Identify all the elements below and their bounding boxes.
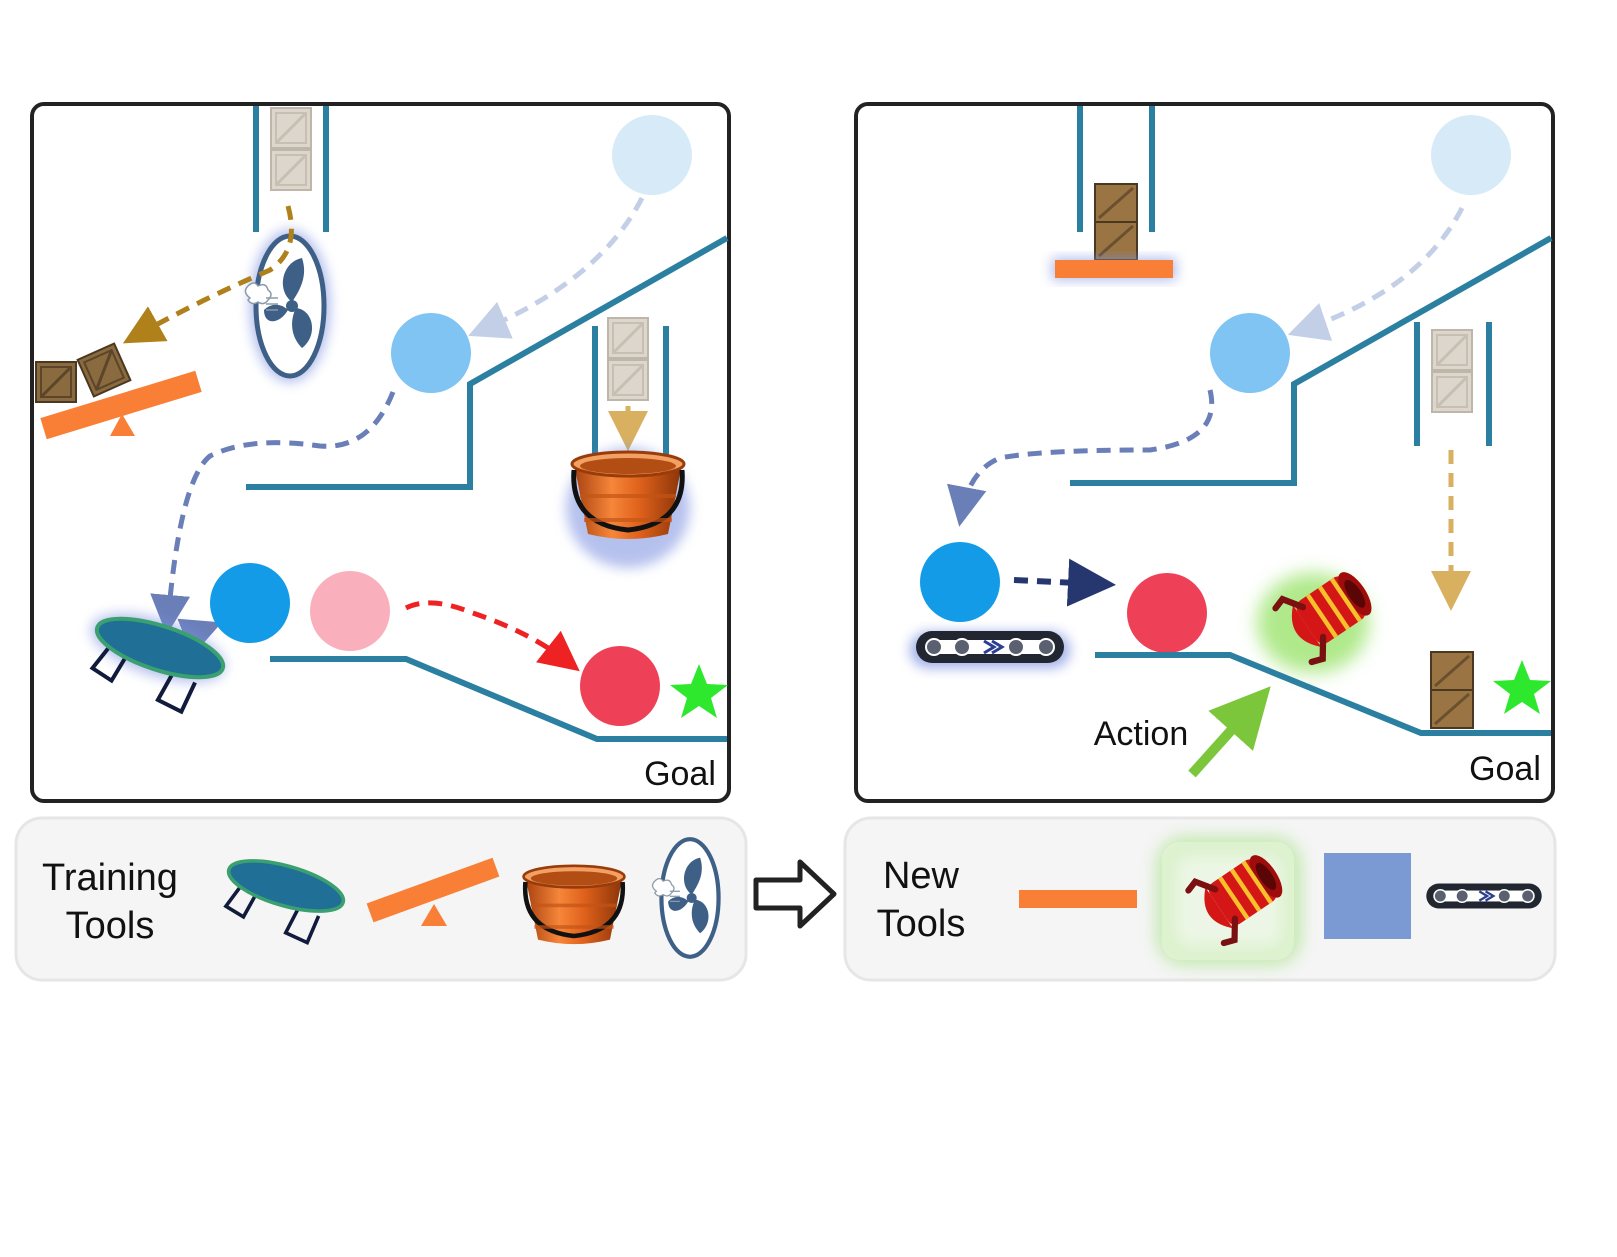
left-goal-label: Goal [644,755,716,793]
crate-icon [1429,650,1475,730]
orange-bar-icon [1055,260,1173,278]
conveyor-icon [914,629,1066,665]
transition-arrow-icon [753,859,837,929]
blue-square-icon [1324,853,1411,939]
fan-push-arrow [122,205,294,344]
right-goal-label: Goal [1469,750,1541,788]
crate-icon [1093,182,1139,262]
right-scene: Action Goal [854,102,1555,803]
crate-icon [1430,370,1474,414]
ball-mid [391,313,471,393]
left-floor-wall [270,656,727,742]
training-tools-label-line1: Training [42,857,178,899]
seesaw-icon [40,370,202,440]
left-scene: Goal [30,102,731,803]
crate-icon [269,148,313,192]
left-ramp-wall [246,235,729,490]
ball-blue [210,563,290,643]
crate-icon [606,358,650,402]
orange-bar-icon [1019,890,1137,908]
new-tools-label-line1: New [883,855,960,897]
arrow-mid-to-trampoline [150,391,396,635]
seesaw-pivot [110,414,135,436]
action-arrow-icon [1188,686,1271,778]
right-ramp-wall [1070,235,1553,486]
arrow-red-path [404,600,580,672]
bucket-icon [524,866,625,944]
training-tools-panel: Training Tools [14,816,748,982]
right-scene-frame [854,102,1555,803]
ball-red [580,646,660,726]
crate-icon [606,316,650,360]
training-tools-label-line2: Tools [66,905,155,947]
right-floor-wall [1095,652,1551,736]
ball-pink [310,571,390,651]
crate-icon [1430,328,1474,372]
seesaw-icon [366,857,500,923]
crate-icon [269,106,313,150]
seesaw-pivot [421,904,447,926]
arrow-start-to-mid [468,196,645,339]
crate-icon [34,360,78,404]
ball-start [612,115,692,195]
arrow-conveyor-push [1013,558,1116,607]
ball-blue [920,542,1000,622]
arrow-start-to-mid [1287,206,1465,341]
ball-mid [1210,313,1290,393]
new-tools-label-line2: Tools [877,903,966,945]
new-tools-panel: New Tools [843,816,1557,982]
action-label: Action [1094,715,1189,753]
conveyor-icon [1425,882,1543,910]
bucket-icon [572,452,684,539]
ball-red [1127,573,1207,653]
ball-start [1431,115,1511,195]
